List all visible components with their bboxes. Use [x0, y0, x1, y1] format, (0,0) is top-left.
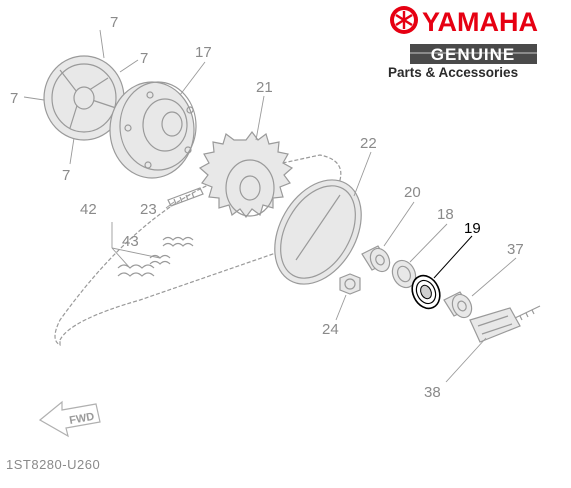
callout-7-left[interactable]: 7	[10, 90, 18, 107]
callout-7-bottom[interactable]: 7	[62, 167, 70, 184]
fwd-label: FWD	[68, 411, 95, 427]
callout-24[interactable]: 24	[322, 321, 339, 338]
yamaha-logo: YAMAHA	[390, 6, 538, 37]
callout-7-right[interactable]: 7	[140, 50, 148, 67]
driven-sprocket	[198, 131, 294, 218]
chain-joint-links	[117, 236, 194, 277]
brand-name: YAMAHA	[422, 7, 538, 37]
bearing-highlighted[interactable]	[407, 271, 445, 313]
axle-nut	[339, 273, 361, 295]
drive-chain	[54, 154, 342, 346]
callout-21[interactable]: 21	[256, 79, 273, 96]
callout-38[interactable]: 38	[424, 384, 441, 401]
callout-labels: 7 7 7 7 17 21 22 20 18 19 37 42 43 23 24…	[10, 14, 524, 401]
callout-23[interactable]: 23	[140, 201, 157, 218]
damper-rubber-set	[43, 55, 125, 141]
diagram-code: 1ST8280-U260	[6, 457, 100, 472]
genuine-banner: GENUINE	[410, 44, 537, 64]
callout-7-top[interactable]: 7	[110, 14, 118, 31]
callout-42[interactable]: 42	[80, 201, 97, 218]
rear-wheel-clutch-hub	[109, 81, 197, 179]
callout-17[interactable]: 17	[195, 44, 212, 61]
brand-subtitle: Parts & Accessories	[388, 65, 518, 80]
leader-lines	[23, 29, 517, 383]
stud-bolt	[167, 187, 204, 207]
callout-19-highlighted[interactable]: 19	[464, 220, 481, 237]
callout-43[interactable]: 43	[122, 233, 139, 250]
tuning-fork-emblem-icon	[390, 6, 418, 34]
spacer-collar	[443, 291, 473, 319]
callout-20[interactable]: 20	[404, 184, 421, 201]
chain-puller	[469, 305, 541, 343]
callout-37[interactable]: 37	[507, 241, 524, 258]
callout-18[interactable]: 18	[437, 206, 454, 223]
genuine-label: GENUINE	[431, 45, 515, 64]
hub-cover-plate	[274, 179, 362, 285]
oil-seal	[391, 259, 417, 289]
forward-direction-arrow-icon: FWD	[38, 400, 101, 438]
callout-22[interactable]: 22	[360, 135, 377, 152]
collar	[361, 245, 391, 273]
